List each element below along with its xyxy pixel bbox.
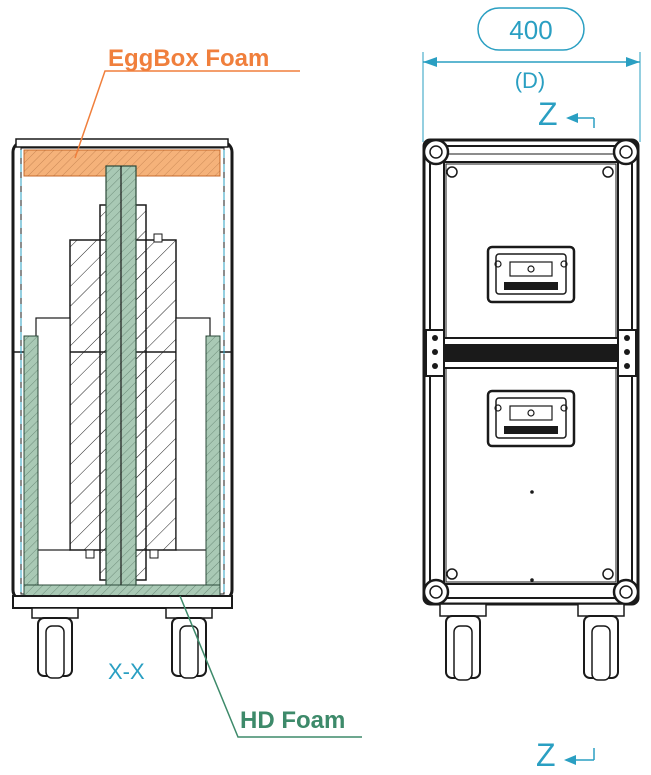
case-outline-right bbox=[422, 138, 640, 606]
caster-left-2 bbox=[165, 607, 213, 679]
view-z-top: Z bbox=[538, 96, 558, 132]
corner-tr bbox=[612, 138, 640, 166]
depth-label: (D) bbox=[515, 68, 546, 93]
eggbox-leader bbox=[74, 70, 300, 159]
caster-left-1 bbox=[31, 607, 79, 679]
hd-label: HD Foam bbox=[240, 707, 345, 734]
lid-strip-left bbox=[15, 138, 229, 148]
handle-top bbox=[486, 245, 576, 304]
corner-bl bbox=[422, 578, 450, 606]
hd-leader bbox=[179, 595, 362, 738]
front-view: 400 (D) Z bbox=[422, 7, 641, 773]
caster-right-2 bbox=[577, 603, 625, 681]
corner-tl bbox=[422, 138, 450, 166]
section-view: EggBox Foam HD Foam X-X bbox=[11, 45, 362, 738]
width-dimension-box bbox=[477, 7, 585, 51]
caster-right-1 bbox=[439, 603, 487, 681]
width-dimension-value: 400 bbox=[509, 15, 552, 45]
view-z-bottom: Z bbox=[536, 737, 556, 773]
section-label: X-X bbox=[108, 659, 145, 684]
eggbox-label: EggBox Foam bbox=[108, 45, 269, 72]
handle-bottom bbox=[486, 389, 576, 448]
corner-br bbox=[612, 578, 640, 606]
